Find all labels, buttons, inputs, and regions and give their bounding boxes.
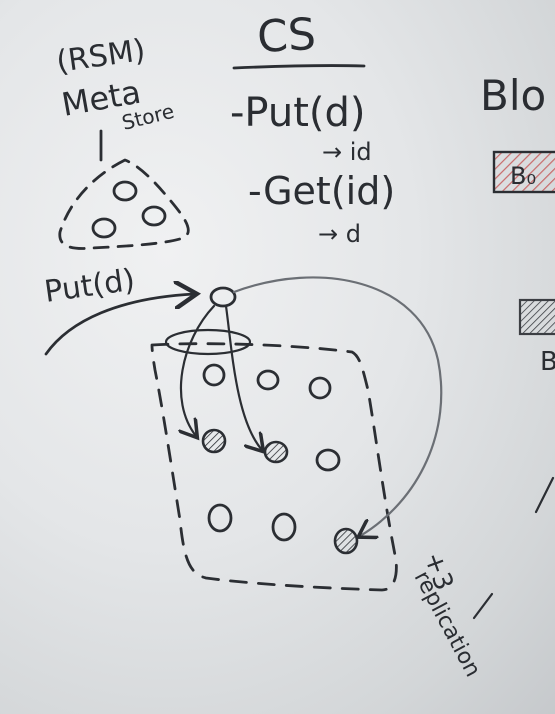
cluster-node-1-3 xyxy=(308,376,332,400)
selection-loop xyxy=(164,328,252,356)
put-returns-id: → id xyxy=(322,138,372,166)
put-operation: -Put(d) xyxy=(230,90,366,136)
replication-arrow-1 xyxy=(181,304,216,436)
block-b0-box xyxy=(492,150,555,194)
replication-arrow-3 xyxy=(232,276,443,536)
replication-arrow-2 xyxy=(224,304,262,450)
metastore-node-3 xyxy=(141,205,167,227)
cs-title: CS xyxy=(256,9,317,63)
replication-tick xyxy=(472,592,494,620)
get-returns-d: → d xyxy=(318,220,361,248)
block-b-partial-label: B xyxy=(540,347,555,377)
entry-node xyxy=(209,286,237,308)
put-request-arrow xyxy=(44,294,194,356)
metastore-group-outline xyxy=(58,158,190,250)
storage-cluster-outline xyxy=(150,342,398,592)
block-hatched-box xyxy=(518,298,555,336)
cs-underline xyxy=(232,64,366,70)
cluster-node-3-1 xyxy=(207,503,233,533)
cluster-node-3-3-replica xyxy=(333,527,359,555)
put-request-label: Put(d) xyxy=(42,263,137,310)
metastore-node-2 xyxy=(91,217,117,239)
cluster-node-2-2-replica xyxy=(263,440,289,464)
cluster-node-2-3 xyxy=(315,448,341,472)
get-operation: -Get(id) xyxy=(248,169,395,213)
blocks-heading: Blo xyxy=(480,71,546,120)
cluster-node-3-2 xyxy=(271,512,297,542)
cluster-node-1-1 xyxy=(202,363,226,387)
cluster-node-2-1-replica xyxy=(201,428,227,454)
metastore-node-1 xyxy=(112,180,138,202)
block-b0-label: B₀ xyxy=(510,162,536,190)
right-edge-stroke xyxy=(534,476,555,514)
cluster-node-1-2 xyxy=(256,369,280,391)
